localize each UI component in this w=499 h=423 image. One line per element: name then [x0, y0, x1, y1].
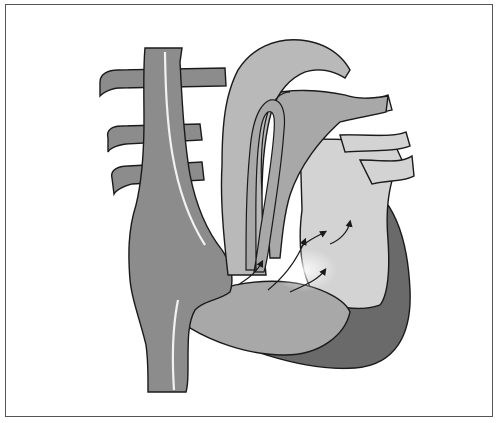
right-mid-vein	[340, 132, 410, 152]
